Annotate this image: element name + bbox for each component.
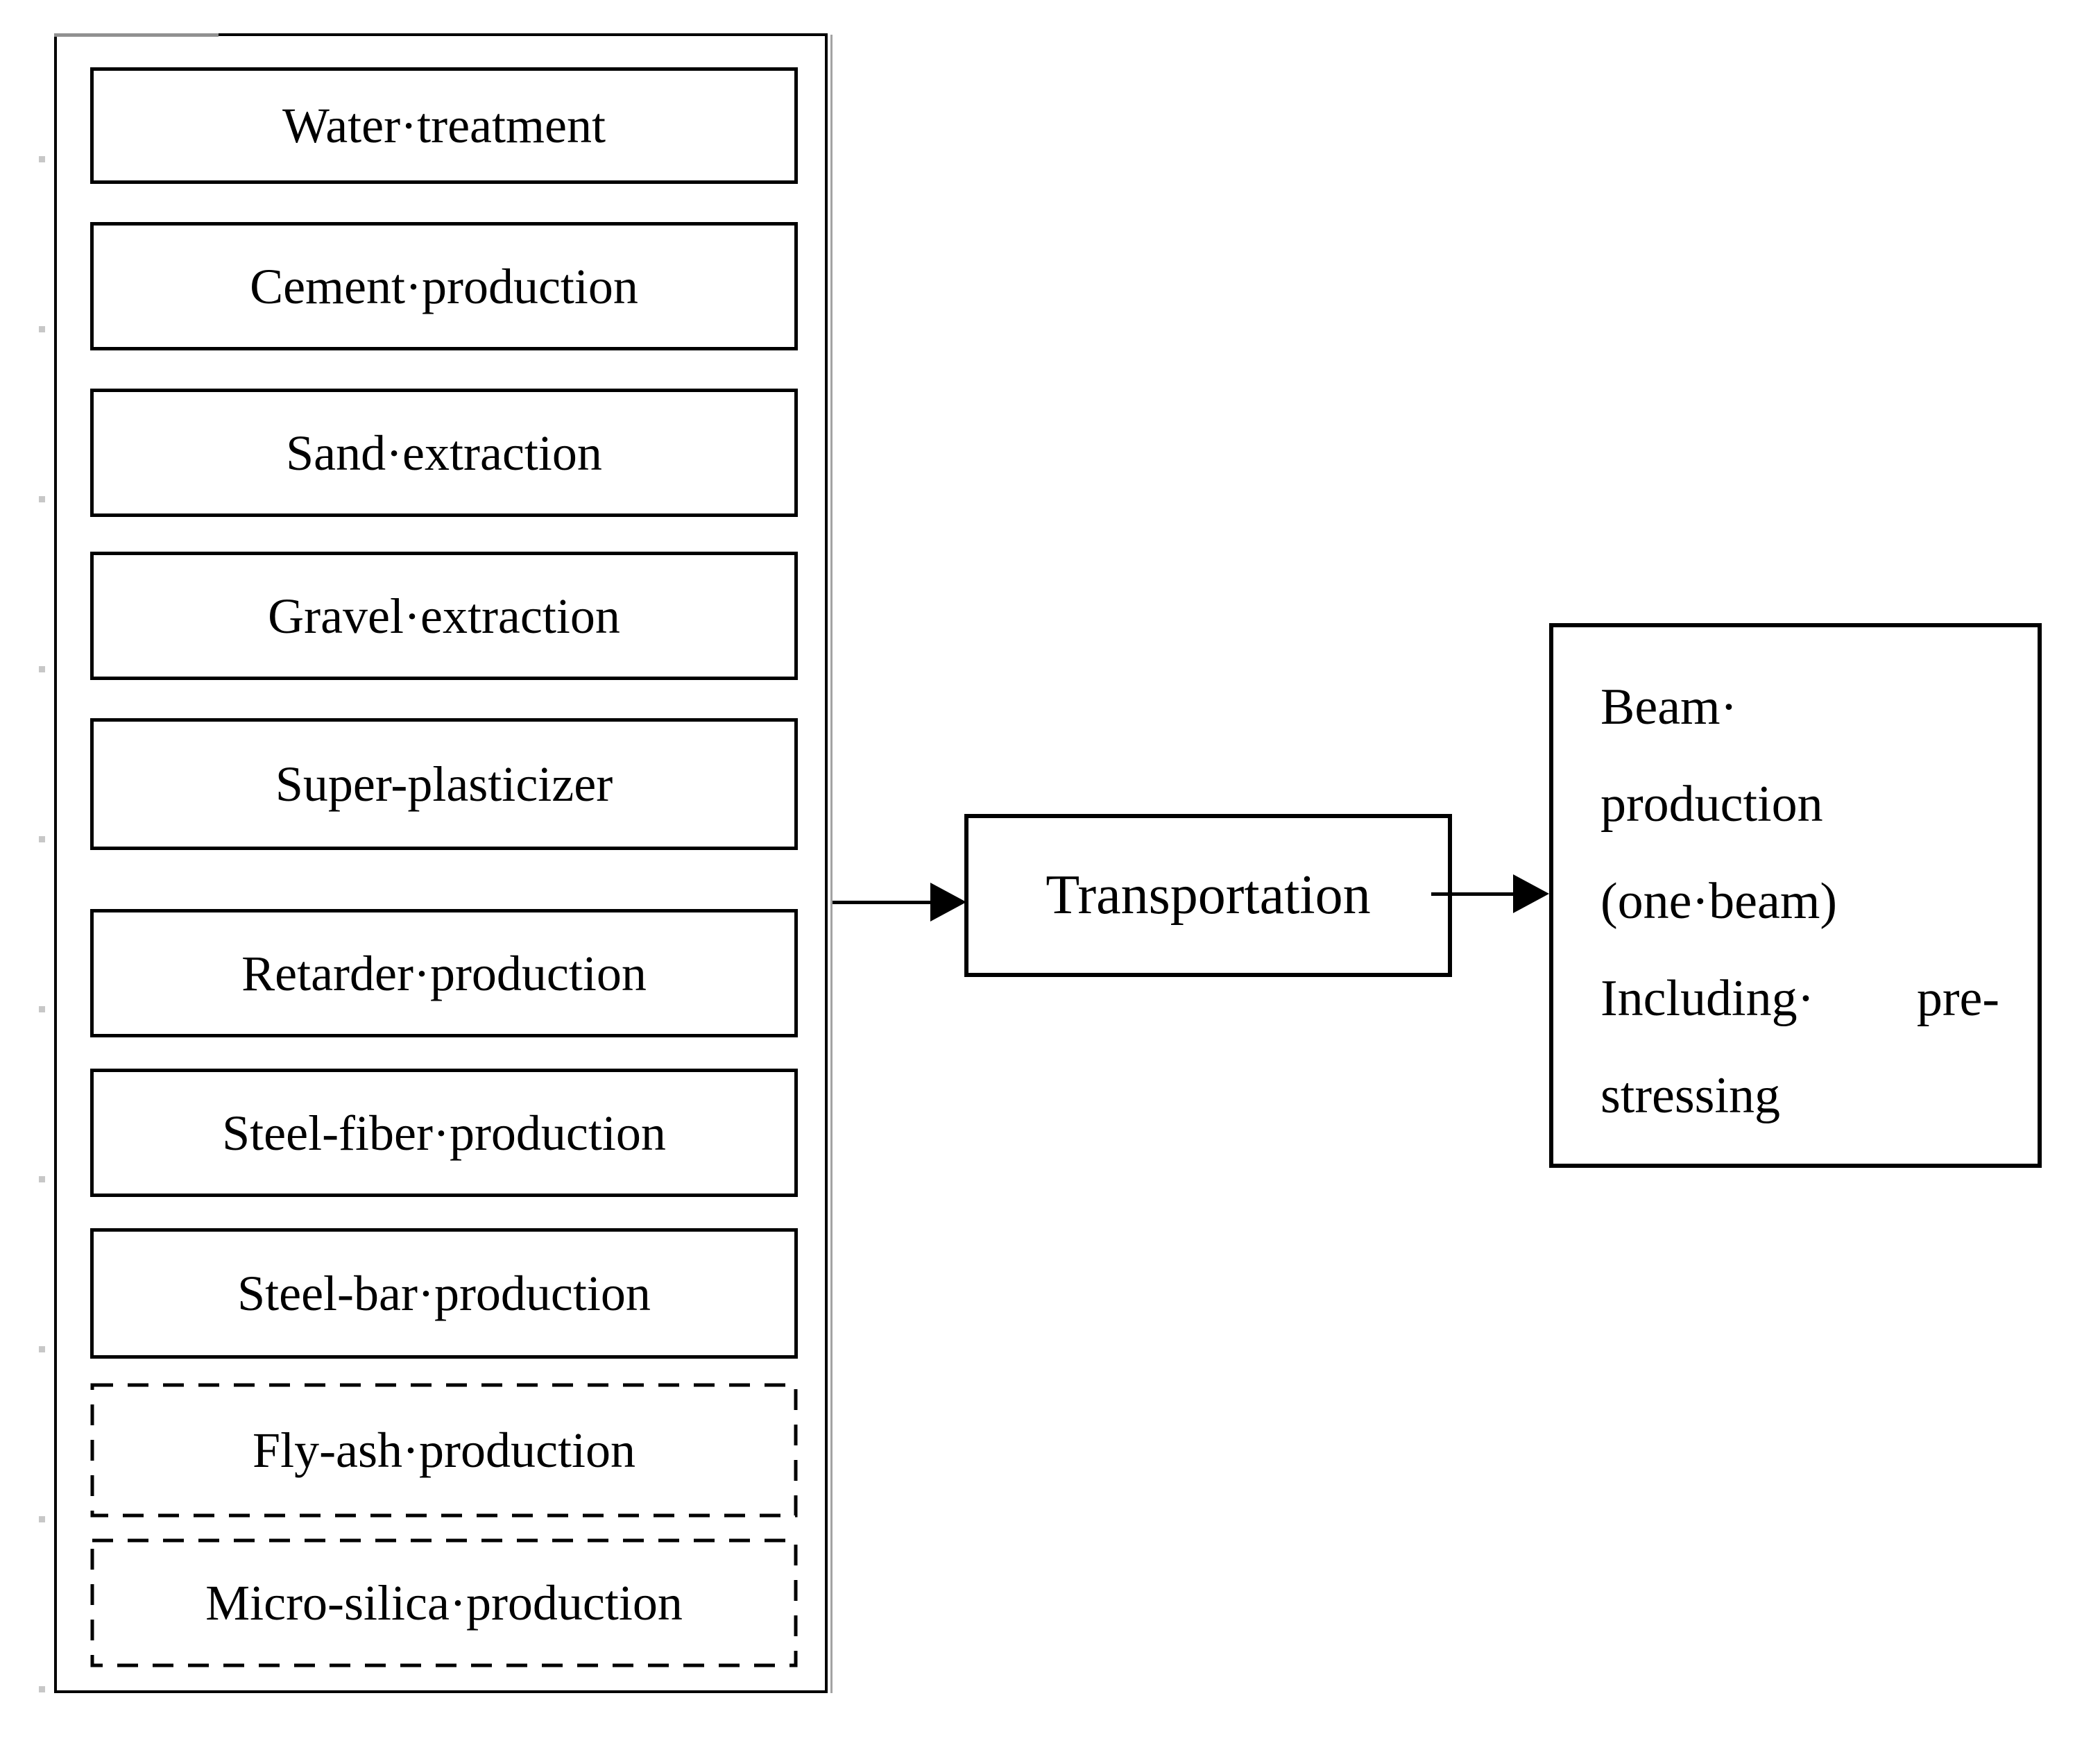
ruler-tick-marks <box>39 156 45 1697</box>
beam-production-box: Beam· production (one·beam) Including· p… <box>1549 623 2042 1168</box>
transportation-label: Transportation <box>1045 865 1371 926</box>
beam-box-line-4: Including· pre- <box>1600 950 1999 1047</box>
box-steel-fiber-production: Steel-fiber·production <box>90 1069 798 1197</box>
beam-box-line-1: Beam· <box>1600 679 1738 736</box>
arrow-materials-to-transportation-line <box>833 901 933 904</box>
box-cement-production: Cement·production <box>90 222 798 350</box>
box-gravel-extraction: Gravel·extraction <box>90 552 798 680</box>
box-super-plasticizer-label: Super-plasticizer <box>275 756 613 812</box>
box-steel-bar-production-label: Steel-bar·production <box>237 1266 651 1321</box>
beam-box-line-2: production <box>1600 776 1823 833</box>
beam-box-line-4-left: Including· <box>1600 970 1815 1027</box>
scan-artifact-gray-line <box>830 35 833 1693</box>
arrow-transportation-to-beam-head-icon <box>1513 874 1549 913</box>
box-micro-silica-production-label: Micro-silica·production <box>205 1575 683 1631</box>
box-water-treatment-label: Water·treatment <box>282 98 606 153</box>
beam-box-line-5: stressing <box>1600 1067 1780 1124</box>
transportation-box: Transportation <box>964 814 1452 977</box>
box-sand-extraction-label: Sand·extraction <box>286 425 602 481</box>
box-super-plasticizer: Super-plasticizer <box>90 718 798 850</box>
box-water-treatment: Water·treatment <box>90 67 798 184</box>
box-steel-fiber-production-label: Steel-fiber·production <box>222 1105 666 1161</box>
box-cement-production-label: Cement·production <box>250 258 638 314</box>
box-steel-bar-production: Steel-bar·production <box>90 1228 798 1359</box>
arrow-transportation-to-beam-line <box>1431 892 1516 896</box>
box-gravel-extraction-label: Gravel·extraction <box>268 588 620 644</box>
beam-box-line-3: (one·beam) <box>1600 873 1838 930</box>
box-retarder-production: Retarder·production <box>90 909 798 1037</box>
box-sand-extraction: Sand·extraction <box>90 389 798 517</box>
scan-artifact-top-gray <box>54 33 219 37</box>
dashed-border <box>90 1538 798 1667</box>
beam-box-line-4-right: pre- <box>1916 970 1999 1027</box>
box-retarder-production-label: Retarder·production <box>241 945 647 1001</box>
box-fly-ash-production: Fly-ash·production <box>90 1383 798 1518</box>
dashed-border <box>90 1383 798 1518</box>
box-micro-silica-production: Micro-silica·production <box>90 1538 798 1667</box>
arrow-materials-to-transportation-head-icon <box>930 883 966 922</box>
box-fly-ash-production-label: Fly-ash·production <box>253 1422 635 1478</box>
